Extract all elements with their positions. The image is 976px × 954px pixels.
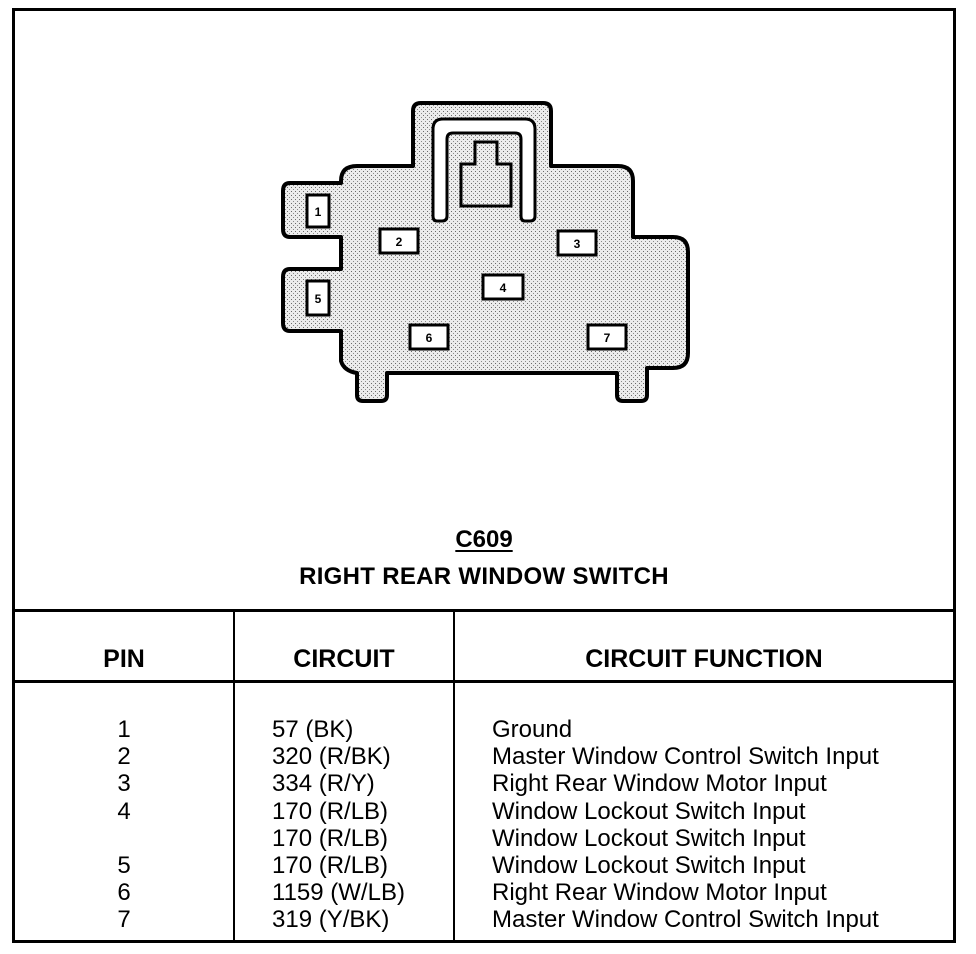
header-pin: PIN xyxy=(103,645,145,673)
table-cell-pin: 7 xyxy=(117,906,131,934)
pin-cavity-label: 3 xyxy=(574,237,581,251)
connector-diagram-panel: 1 2 3 4 5 6 7 C609 RIGHT REAR WINDOW SWITCH xyxy=(15,11,953,611)
latch-loop xyxy=(431,117,537,223)
pin-cavity-4 xyxy=(481,273,525,301)
pin-cavity-label: 1 xyxy=(315,205,322,219)
table-cell-circuit: 334 (R/Y) xyxy=(272,770,375,798)
pin-cavity-7 xyxy=(586,323,628,351)
table-cell-pin xyxy=(15,825,233,852)
table-cell-pin: 5 xyxy=(117,851,131,879)
table-cell-pin: 2 xyxy=(117,743,131,771)
table-cell-function: Master Window Control Switch Input xyxy=(492,743,879,771)
table-cell-circuit: 170 (R/LB) xyxy=(272,851,389,879)
table-cell-pin: 1 xyxy=(117,716,131,743)
table-cell-circuit: 319 (Y/BK) xyxy=(272,906,390,934)
table-cell-circuit: 57 (BK) xyxy=(272,716,354,743)
pin-cavity-label: 4 xyxy=(500,281,507,295)
table-cell-pin: 4 xyxy=(117,797,131,825)
pin-cavity-label: 7 xyxy=(604,331,611,345)
pin-cavity-label: 5 xyxy=(315,292,322,306)
table-cell-function: Window Lockout Switch Input xyxy=(492,797,806,825)
pin-cavity-label: 2 xyxy=(396,235,403,249)
pin-cavity-3 xyxy=(556,229,598,257)
table-cell-pin: 3 xyxy=(117,770,131,798)
table-cell-function: Window Lockout Switch Input xyxy=(492,824,806,852)
table-cell-function: Right Rear Window Motor Input xyxy=(492,770,827,798)
header-function: CIRCUIT FUNCTION xyxy=(585,645,823,673)
pin-cavity-6 xyxy=(408,323,450,351)
pin-cavity-1 xyxy=(305,193,331,229)
connector-face-drawing: 1 2 3 4 5 6 7 xyxy=(281,101,690,403)
table-cell-pin: 6 xyxy=(117,879,131,907)
column-divider xyxy=(233,609,235,940)
connector-id: C609 xyxy=(455,526,513,553)
table-cell-circuit: 170 (R/LB) xyxy=(272,797,389,825)
header-circuit: CIRCUIT xyxy=(293,645,395,673)
pin-cavity-2 xyxy=(378,227,420,255)
column-divider xyxy=(453,609,455,940)
pin-cavity-5 xyxy=(305,279,331,317)
table-cell-circuit: 320 (R/BK) xyxy=(272,743,391,771)
circuit-column: 57 (BK)320 (R/BK)334 (R/Y)170 (R/LB)170 … xyxy=(272,716,452,934)
table-cell-circuit: 1159 (W/LB) xyxy=(272,879,405,907)
connector-name: RIGHT REAR WINDOW SWITCH xyxy=(299,563,669,590)
table-top-rule xyxy=(15,609,953,612)
table-cell-function: Master Window Control Switch Input xyxy=(492,906,879,934)
header-rule xyxy=(15,680,953,683)
table-cell-circuit: 170 (R/LB) xyxy=(272,824,389,852)
table-cell-function: Ground xyxy=(492,716,573,743)
table-cell-function: Right Rear Window Motor Input xyxy=(492,879,827,907)
table-cell-function: Window Lockout Switch Input xyxy=(492,851,806,879)
latch-tab xyxy=(459,140,513,208)
pin-cavity-label: 6 xyxy=(426,331,433,345)
